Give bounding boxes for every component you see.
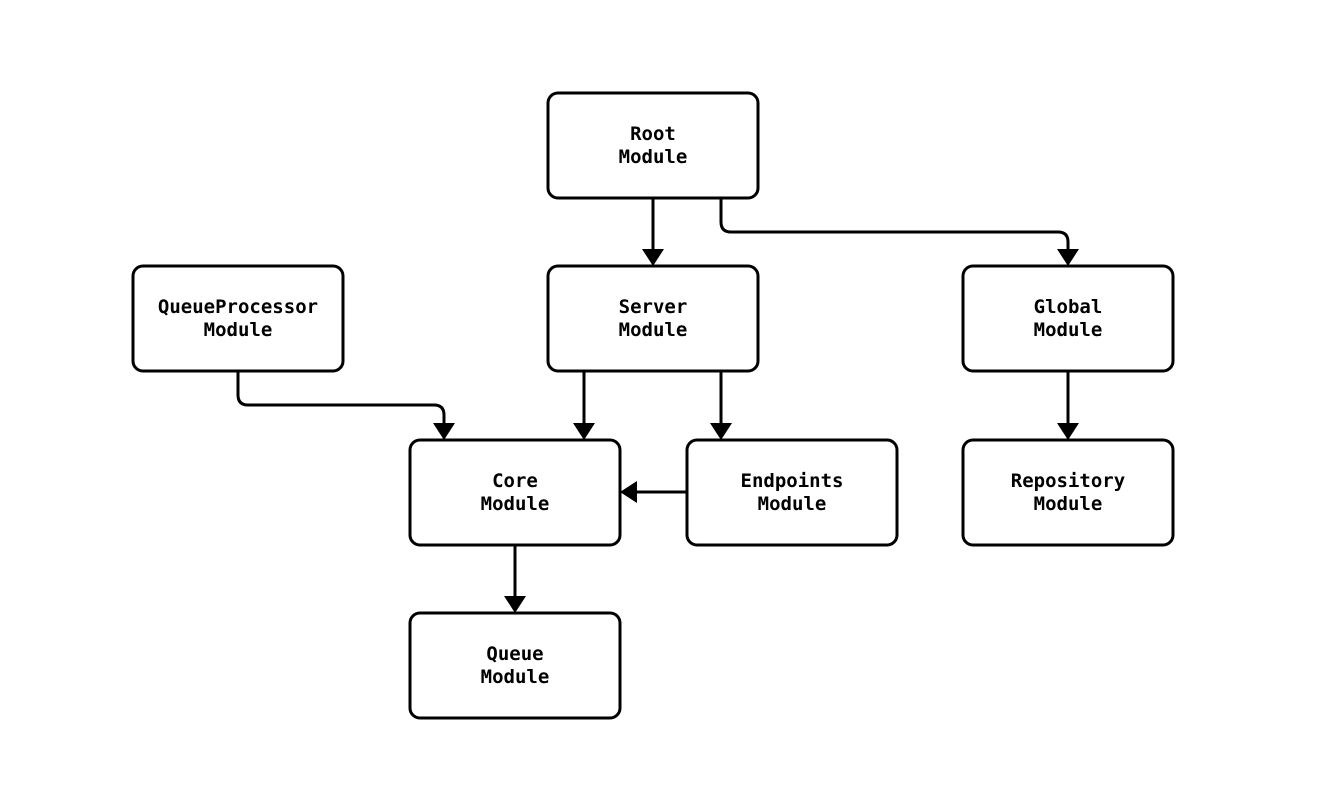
node-label-line2: Module bbox=[619, 146, 688, 168]
edge-endpoints-to-core bbox=[620, 481, 687, 503]
node-label-line2: Module bbox=[758, 493, 827, 515]
edges-layer bbox=[236, 198, 1079, 613]
node-box[interactable] bbox=[546, 91, 760, 200]
arrowhead-icon bbox=[642, 249, 664, 266]
arrowhead-icon bbox=[1057, 249, 1079, 266]
node-label-line2: Module bbox=[481, 493, 550, 515]
edge-global-to-repository bbox=[1057, 371, 1079, 440]
node-label-line2: Module bbox=[1034, 319, 1103, 341]
node-label-line1: Root bbox=[630, 123, 676, 145]
edge-root-to-global bbox=[719, 198, 1079, 266]
edge-line bbox=[236, 371, 446, 424]
node-label-line1: Queue bbox=[486, 643, 543, 665]
node-label-line2: Module bbox=[204, 319, 273, 341]
arrowhead-icon bbox=[710, 423, 732, 440]
node-label-line2: Module bbox=[1034, 493, 1103, 515]
node-box[interactable] bbox=[131, 264, 345, 373]
edge-server-to-core bbox=[573, 371, 595, 440]
edge-server-to-endpoints bbox=[710, 371, 732, 440]
edge-queueprocessor-to-core bbox=[236, 371, 455, 440]
arrowhead-icon bbox=[620, 481, 637, 503]
node-label-line1: Core bbox=[492, 470, 538, 492]
arrowhead-icon bbox=[504, 596, 526, 613]
arrowhead-icon bbox=[1057, 423, 1079, 440]
nodes-layer: RootModuleQueueProcessorModuleServerModu… bbox=[131, 91, 1175, 720]
edge-core-to-queue bbox=[504, 545, 526, 613]
arrowhead-icon bbox=[573, 423, 595, 440]
node-box[interactable] bbox=[408, 438, 622, 547]
node-label-line1: QueueProcessor bbox=[158, 296, 318, 318]
node-box[interactable] bbox=[408, 611, 622, 720]
node-label-line1: Global bbox=[1034, 296, 1103, 318]
node-box[interactable] bbox=[685, 438, 899, 547]
edge-line bbox=[719, 198, 1070, 250]
node-label-line2: Module bbox=[619, 319, 688, 341]
node-box[interactable] bbox=[546, 264, 760, 373]
edge-root-to-server bbox=[642, 198, 664, 266]
node-label-line1: Server bbox=[619, 296, 688, 318]
node-box[interactable] bbox=[961, 438, 1175, 547]
node-label-line1: Repository bbox=[1011, 470, 1125, 492]
arrowhead-icon bbox=[433, 423, 455, 440]
node-label-line2: Module bbox=[481, 666, 550, 688]
node-box[interactable] bbox=[961, 264, 1175, 373]
node-label-line1: Endpoints bbox=[741, 470, 844, 492]
